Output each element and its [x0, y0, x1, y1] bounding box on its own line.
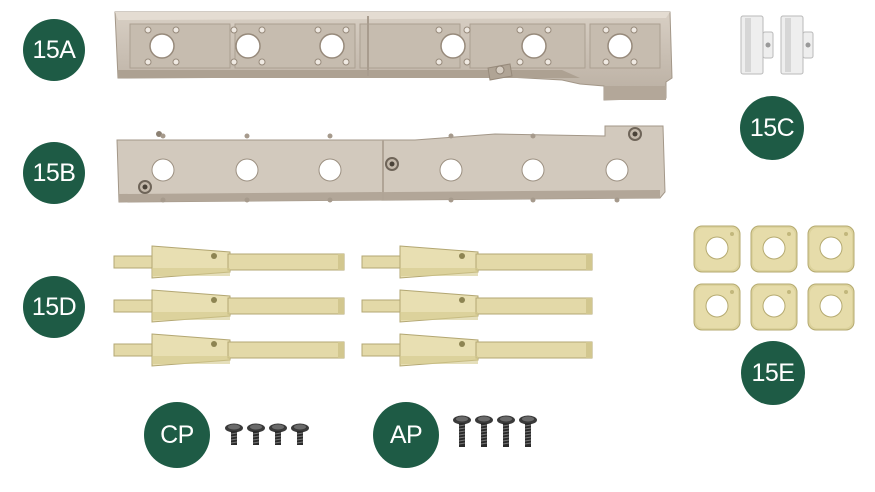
gasket-icon	[693, 225, 855, 331]
screw-icon	[452, 415, 538, 448]
screw-icon	[224, 423, 310, 446]
injector-icon	[113, 245, 593, 367]
manifold-rail-icon	[114, 11, 673, 101]
bracket-icon	[740, 15, 814, 75]
label-15b-badge: 15B	[23, 142, 85, 204]
label-15e-badge: 15E	[741, 341, 805, 405]
flat-rail-icon	[116, 125, 666, 203]
label-ap-badge: AP	[373, 402, 439, 468]
label-15c-badge: 15C	[740, 96, 804, 160]
label-15a-badge: 15A	[23, 19, 85, 81]
label-15d-badge: 15D	[23, 276, 85, 338]
label-cp-badge: CP	[144, 402, 210, 468]
